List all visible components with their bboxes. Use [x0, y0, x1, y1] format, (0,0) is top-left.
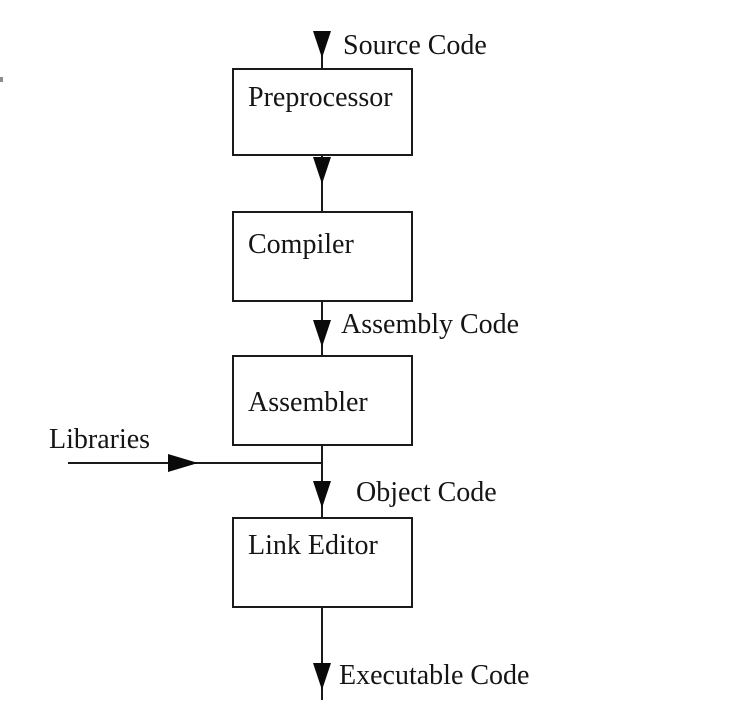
node-compiler: Compiler: [232, 211, 413, 302]
arrowhead-down-object-code-icon: [313, 481, 331, 508]
node-link-editor: Link Editor: [232, 517, 413, 608]
label-assembly-code: Assembly Code: [341, 309, 520, 340]
arrowhead-down-preprocessor-output-icon: [313, 157, 331, 184]
node-assembler-label: Assembler: [248, 387, 368, 418]
label-source-code: Source Code: [343, 30, 487, 61]
arrowhead-down-assembly-code-icon: [313, 320, 331, 347]
node-preprocessor: Preprocessor: [232, 68, 413, 156]
connector-link-editor-to-output: [321, 608, 323, 700]
node-preprocessor-label: Preprocessor: [248, 82, 393, 113]
label-libraries: Libraries: [49, 424, 151, 455]
arrowhead-down-executable-code-icon: [313, 663, 331, 690]
edge-artifact-mark: [0, 77, 3, 82]
arrowhead-right-libraries-icon: [168, 454, 198, 472]
label-executable-code: Executable Code: [339, 660, 530, 691]
label-object-code: Object Code: [356, 477, 497, 508]
arrowhead-down-source-code-icon: [313, 31, 331, 58]
node-link-editor-label: Link Editor: [248, 530, 378, 561]
node-compiler-label: Compiler: [248, 229, 354, 260]
node-assembler: Assembler: [232, 355, 413, 446]
